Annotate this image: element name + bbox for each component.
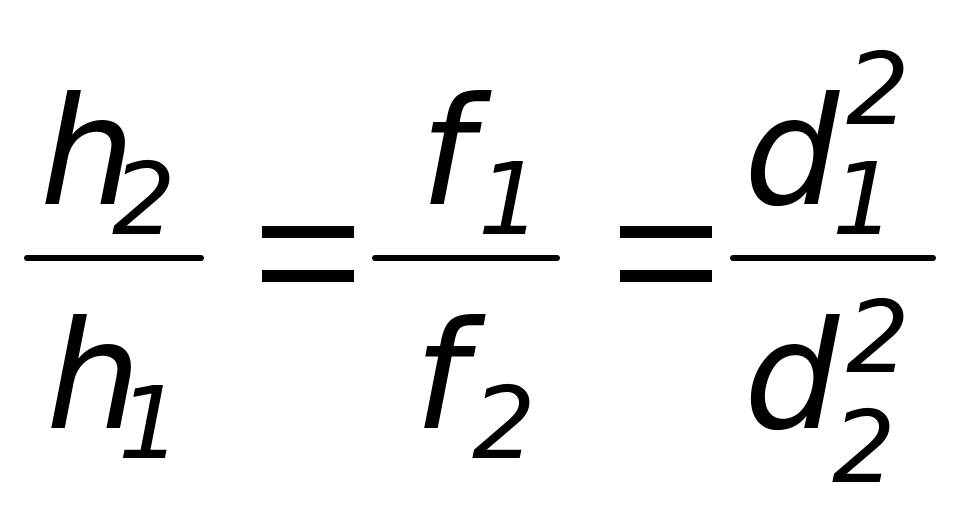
frac3-denominator-subscript: 2 xyxy=(832,389,896,506)
frac1-fraction-bar xyxy=(24,255,204,261)
frac2-denominator-base: f xyxy=(414,290,467,464)
frac2-fraction-bar xyxy=(372,255,560,261)
frac1-numerator-subscript: 2 xyxy=(112,141,176,258)
frac2-numerator-subscript: 1 xyxy=(478,141,542,258)
frac3-denominator-base: d xyxy=(744,290,840,464)
equals-sign-1 xyxy=(262,226,354,282)
frac3-denominator-superscript: 2 xyxy=(846,279,910,396)
frac1-denominator-base: h xyxy=(46,290,142,464)
frac2-numerator-base: f xyxy=(420,66,473,240)
frac1-numerator-base: h xyxy=(40,66,136,240)
frac3-numerator-superscript: 2 xyxy=(846,31,910,148)
frac2-denominator-subscript: 2 xyxy=(472,365,536,482)
frac3-fraction-bar xyxy=(730,255,936,261)
equals-sign-2 xyxy=(620,226,712,282)
frac3-numerator-base: d xyxy=(744,66,840,240)
frac3-numerator-subscript: 1 xyxy=(832,141,896,258)
frac1-denominator-subscript: 1 xyxy=(118,365,182,482)
